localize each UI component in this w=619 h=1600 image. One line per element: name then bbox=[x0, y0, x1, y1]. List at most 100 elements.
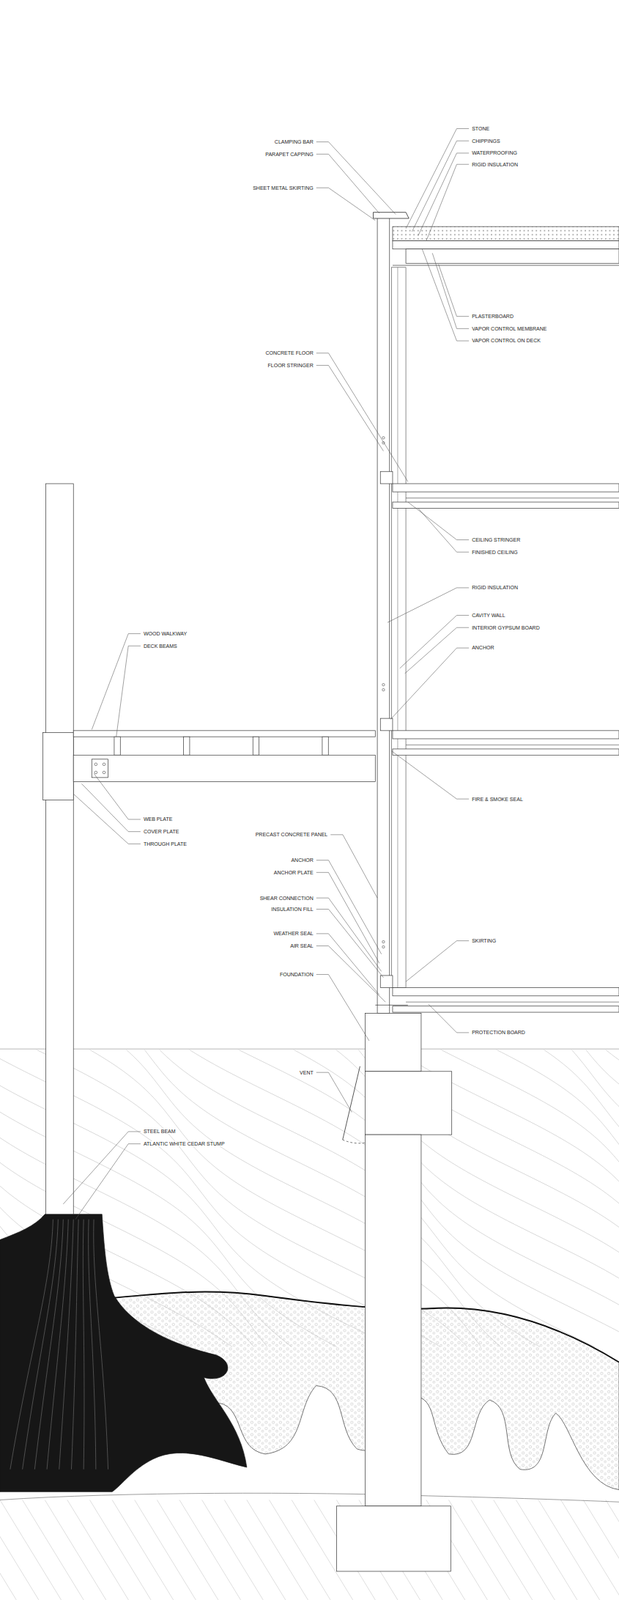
callout-label: ANCHOR bbox=[290, 857, 314, 863]
callout-label: VAPOR CONTROL ON DECK bbox=[471, 337, 542, 343]
leader-line bbox=[116, 645, 141, 737]
leader-line bbox=[418, 507, 469, 552]
soil-wave bbox=[578, 1049, 619, 1347]
leader-line bbox=[408, 501, 469, 540]
stump-grain bbox=[10, 1218, 53, 1469]
leader-line bbox=[93, 772, 141, 819]
callout-label: COVER PLATE bbox=[142, 828, 181, 834]
panel-fixing bbox=[382, 436, 385, 439]
protection-board bbox=[375, 1004, 409, 1006]
bolt bbox=[102, 770, 106, 774]
parapet-capping bbox=[373, 212, 410, 219]
leader-line bbox=[390, 647, 469, 719]
bolt bbox=[102, 762, 106, 766]
stump-grain bbox=[93, 1218, 109, 1469]
deck-beam bbox=[252, 736, 259, 755]
walkway-beam bbox=[73, 754, 376, 781]
stump-grain bbox=[71, 1218, 79, 1469]
leader-line bbox=[316, 974, 370, 1041]
soil-hatch bbox=[22, 1498, 85, 1599]
stump-grain bbox=[59, 1218, 74, 1469]
leader-line bbox=[316, 364, 384, 451]
leader-line bbox=[316, 353, 409, 482]
concrete-floor bbox=[392, 987, 619, 996]
soil-wave bbox=[276, 1049, 619, 1347]
callout-label: SKIRTING bbox=[471, 937, 497, 943]
leader-line bbox=[316, 908, 384, 977]
roof-deck bbox=[405, 249, 619, 263]
leader-line bbox=[387, 587, 469, 622]
soil-hatch bbox=[561, 1498, 619, 1599]
soil-hatch bbox=[90, 1498, 152, 1599]
panel-fixing bbox=[382, 939, 385, 943]
callout-label: CLAMPING BAR bbox=[273, 139, 315, 145]
finished-ceiling bbox=[392, 748, 619, 755]
callout-label: ATLANTIC WHITE CEDAR STUMP bbox=[142, 1140, 226, 1146]
foundation-cap bbox=[364, 1012, 422, 1071]
footing bbox=[336, 1505, 451, 1571]
callout-label: RIGID INSULATION bbox=[471, 584, 519, 590]
wood-walkway bbox=[73, 730, 376, 737]
leader-line bbox=[428, 1003, 469, 1033]
leader-lines bbox=[62, 128, 469, 1219]
finished-ceiling bbox=[392, 501, 619, 508]
soil-wave bbox=[478, 1049, 619, 1347]
concrete-floor bbox=[392, 483, 619, 492]
leader-line bbox=[316, 1071, 353, 1112]
floor-stringer-line bbox=[405, 744, 619, 745]
leader-line bbox=[399, 615, 469, 669]
callout-label: FOUNDATION bbox=[279, 971, 315, 977]
soil-wave bbox=[530, 1049, 619, 1347]
column-plate bbox=[42, 732, 74, 800]
anchor bbox=[380, 471, 393, 484]
soil-hatch bbox=[515, 1498, 578, 1599]
leader-line bbox=[405, 128, 469, 229]
soil-hatch bbox=[44, 1498, 107, 1599]
soil-hatch bbox=[246, 1498, 309, 1599]
leader-line bbox=[316, 187, 376, 221]
anchor bbox=[380, 717, 393, 731]
floor-stringer-line bbox=[405, 1001, 619, 1003]
callout-label: VAPOR CONTROL MEMBRANE bbox=[471, 325, 548, 332]
vent-swing bbox=[342, 1139, 366, 1143]
panel-fixing bbox=[382, 687, 385, 691]
bolt bbox=[94, 770, 98, 774]
precast-panel bbox=[377, 216, 390, 1013]
leader-line bbox=[316, 871, 380, 963]
soil-hatch bbox=[134, 1498, 197, 1599]
callout-label: STEEL BEAM bbox=[142, 1128, 177, 1134]
roof-layers bbox=[392, 226, 619, 241]
leader-line bbox=[62, 1131, 141, 1204]
foundation-wall bbox=[364, 1133, 422, 1506]
plasterboard-line bbox=[392, 265, 619, 266]
rigid-insulation bbox=[392, 241, 619, 250]
cedar-stump bbox=[0, 1213, 247, 1492]
callout-label: STONE bbox=[471, 125, 491, 132]
leader-line bbox=[73, 793, 141, 844]
callout-label: ANCHOR bbox=[471, 644, 495, 650]
leader-line bbox=[405, 627, 469, 674]
web-plate bbox=[91, 758, 108, 778]
callout-label: CONCRETE FLOOR bbox=[264, 350, 314, 356]
anchor bbox=[380, 975, 393, 988]
soil-hatch bbox=[112, 1498, 174, 1599]
callout-label: AIR SEAL bbox=[289, 942, 315, 948]
callout-label: CHIPPINGS bbox=[471, 138, 502, 144]
soil-hatch bbox=[0, 1498, 62, 1599]
callout-label: WEB PLATE bbox=[142, 816, 174, 822]
soil-hatch bbox=[224, 1498, 286, 1599]
deck-beam bbox=[322, 736, 329, 755]
callout-label: THROUGH PLATE bbox=[142, 840, 188, 847]
leader-line bbox=[421, 249, 469, 341]
soil-hatch bbox=[605, 1498, 619, 1599]
soil-wave bbox=[594, 1049, 619, 1347]
callout-label: VENT bbox=[298, 1069, 315, 1075]
ground-hatch bbox=[0, 1049, 619, 1600]
leader-line bbox=[316, 945, 386, 1003]
panel-fixing bbox=[382, 683, 385, 686]
soil-hatch bbox=[583, 1498, 619, 1599]
callout-label: PRECAST CONCRETE PANEL bbox=[254, 831, 329, 837]
leader-line bbox=[316, 933, 380, 995]
soil-hatch bbox=[493, 1498, 556, 1599]
